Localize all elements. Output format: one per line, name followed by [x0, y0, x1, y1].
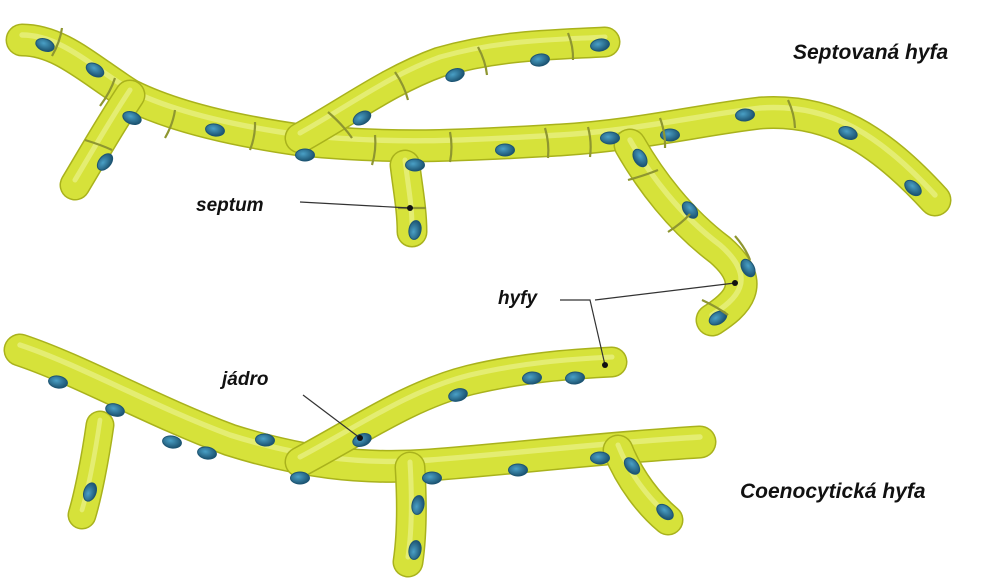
leader-lines [300, 202, 738, 441]
coenocytic-hypha [20, 345, 700, 562]
coenocytic-hypha-title: Coenocytická hyfa [740, 481, 926, 502]
nucleus [406, 159, 425, 171]
septate-hypha-title: Septovaná hyfa [793, 42, 948, 63]
leader-dot [357, 435, 363, 441]
hyphae-label: hyfy [498, 289, 537, 308]
hypha-body [75, 95, 130, 185]
nucleus [291, 472, 310, 484]
leader-dot [732, 280, 738, 286]
nucleus [601, 132, 620, 144]
leader-line [300, 202, 410, 208]
septum-label: septum [196, 196, 264, 215]
nucleus [423, 472, 442, 484]
leader-dot [407, 205, 413, 211]
nucleus [496, 144, 515, 156]
leader-line [595, 283, 735, 300]
nucleus [591, 452, 610, 464]
nucleus [296, 149, 315, 161]
leader-dot [602, 362, 608, 368]
nucleus-label: jádro [222, 370, 268, 389]
nucleus [509, 464, 528, 476]
septate-hypha [22, 28, 935, 328]
